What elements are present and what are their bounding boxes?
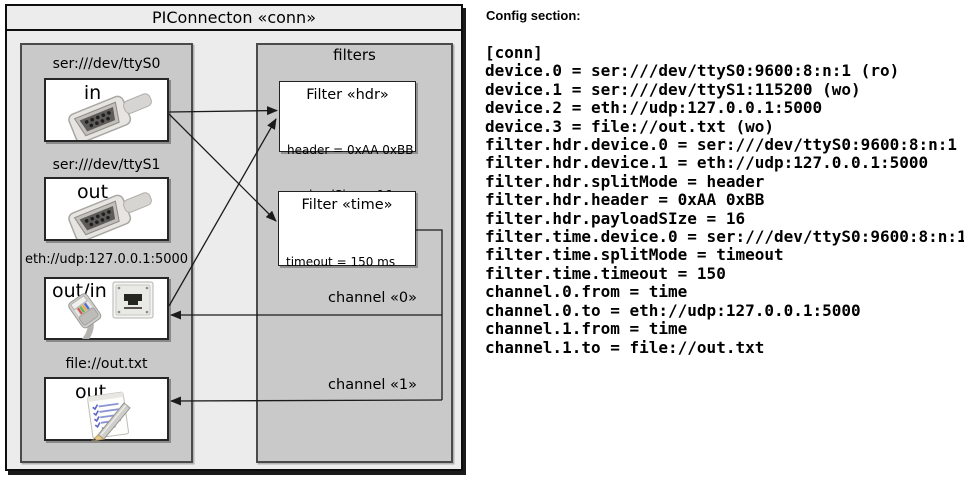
device-box-file: out — [44, 377, 169, 441]
config-line: filter.hdr.splitMode = header — [485, 171, 765, 191]
config-text: [conn] device.0 = ser:///dev/ttyS0:9600:… — [485, 43, 964, 357]
filter-time-title: Filter «time» — [301, 197, 393, 213]
device-label-ttys1: ser:///dev/ttyS1 — [52, 157, 161, 173]
config-line: device.0 = ser:///dev/ttyS0:9600:8:n:1 (… — [485, 61, 900, 81]
config-line: filter.hdr.device.1 = eth://udp:127.0.0.… — [485, 153, 929, 173]
config-line: filter.hdr.device.0 = ser:///dev/ttyS0:9… — [485, 135, 958, 155]
device-box-ttys0: in — [44, 78, 169, 142]
device-label-eth: eth://udp:127.0.0.1:5000 — [24, 252, 189, 267]
config-line: filter.time.device.0 = ser:///dev/ttyS0:… — [485, 227, 964, 247]
pencil-icon — [91, 402, 131, 441]
device-direction: out/in — [52, 280, 107, 302]
filter-attribute: header = 0xAA 0xBB — [287, 143, 414, 157]
channel-1-label: channel «1» — [328, 377, 417, 393]
device-label-file: file://out.txt — [65, 356, 148, 372]
config-line: filter.hdr.payloadSIze = 16 — [485, 208, 746, 228]
filters-panel-title: filters — [333, 46, 376, 64]
config-heading: Config section: — [486, 8, 581, 23]
config-line: [conn] — [485, 43, 543, 62]
config-line: filter.time.timeout = 150 — [485, 263, 726, 283]
config-line: device.1 = ser:///dev/ttyS1:115200 (wo) — [485, 79, 861, 99]
serial-connector-icon — [68, 192, 152, 239]
config-line: device.2 = eth://udp:127.0.0.1:5000 — [485, 98, 823, 118]
notepad-pencil-icon — [87, 391, 131, 441]
device-box-eth: out/in — [44, 277, 169, 340]
filter-hdr-box: Filter «hdr» header = 0xAA 0xBB payloadS… — [279, 81, 416, 202]
device-box-ttys1: out — [44, 177, 169, 241]
config-line: filter.time.splitMode = timeout — [485, 245, 784, 265]
config-line: channel.1.from = time — [485, 319, 688, 339]
config-line: channel.0.to = eth://udp:127.0.0.1:5000 — [485, 300, 861, 320]
config-line: channel.1.to = file://out.txt — [485, 337, 765, 357]
title-separator — [7, 29, 461, 31]
device-label-ttys0: ser:///dev/ttyS0 — [52, 56, 161, 72]
filter-attribute: timeout = 150 ms — [286, 255, 396, 269]
config-line: channel.0.from = time — [485, 282, 688, 302]
ethernet-connector-icon — [68, 293, 102, 339]
config-line: device.3 = file://out.txt (wo) — [485, 116, 774, 136]
serial-connector-icon — [68, 93, 152, 140]
device-direction: out — [76, 181, 109, 203]
device-direction: in — [83, 82, 102, 104]
config-line: filter.hdr.header = 0xAA 0xBB — [485, 190, 765, 210]
ethernet-port-icon — [112, 281, 154, 319]
filter-hdr-title: Filter «hdr» — [306, 87, 389, 103]
filter-time-box: Filter «time» timeout = 150 ms — [278, 191, 416, 269]
diagram-title: PIConnecton «conn» — [152, 8, 316, 27]
channel-0-label: channel «0» — [328, 290, 417, 306]
